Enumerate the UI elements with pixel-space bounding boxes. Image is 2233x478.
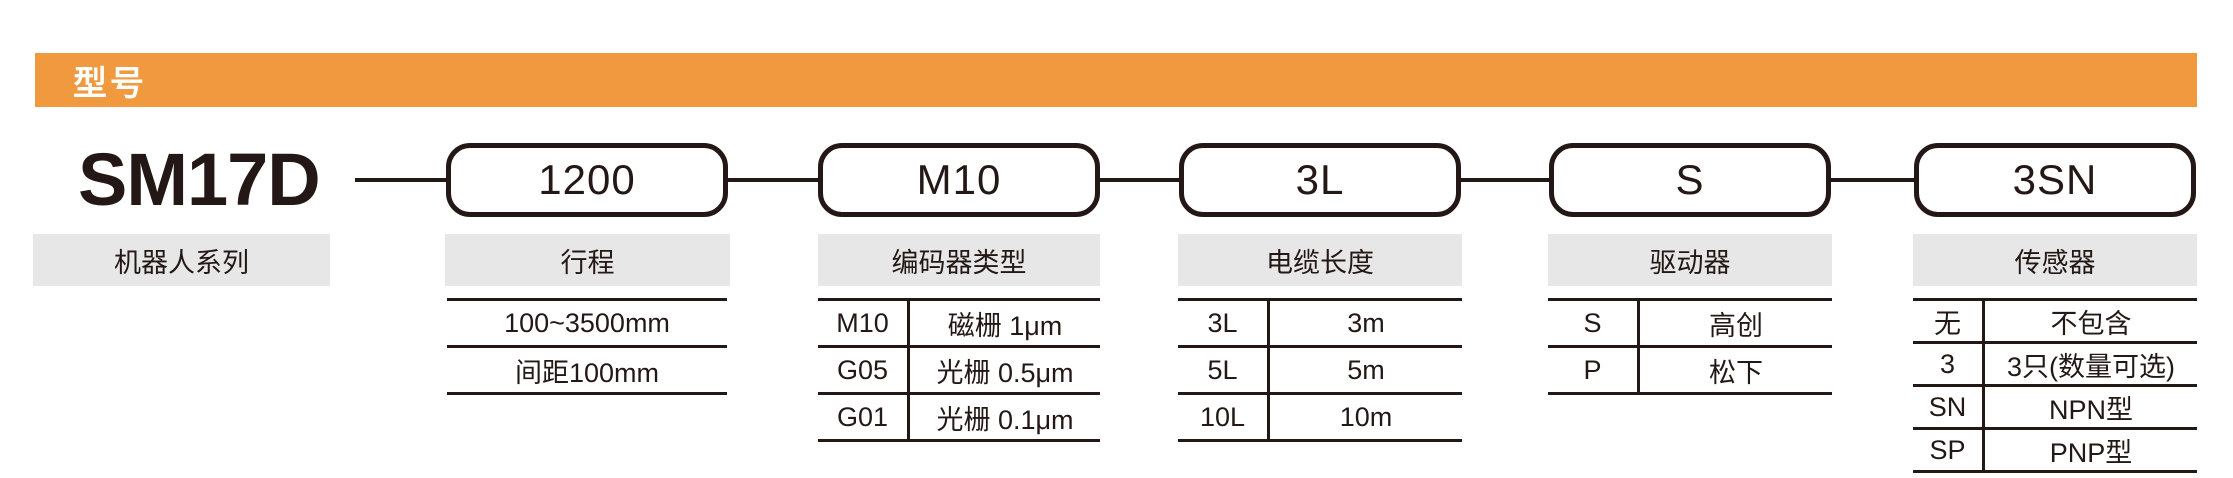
table-row: 间距100mm <box>447 348 727 395</box>
model-box-cable-value: 3L <box>1295 156 1345 203</box>
desc-cell: NPN型 <box>2048 394 2133 425</box>
model-box-encoder-value: M10 <box>916 156 1002 203</box>
desc-cell: PNP型 <box>2049 437 2133 468</box>
model-box-stroke: 1200 <box>446 143 728 217</box>
column-label-encoder-text: 编码器类型 <box>891 247 1027 278</box>
desc-cell: 松下 <box>1709 357 1763 388</box>
desc-cell: 光栅 0.1μm <box>936 404 1074 435</box>
table-row: 100~3500mm <box>447 301 727 348</box>
code-cell: G01 <box>818 395 910 439</box>
desc-cell: 间距100mm <box>514 357 660 388</box>
driver-table: S 高创 P 松下 <box>1548 298 1832 395</box>
desc-cell: 100~3500mm <box>504 307 670 338</box>
table-row: SN NPN型 <box>1913 387 2197 430</box>
code-cell: 10L <box>1178 395 1270 439</box>
table-row: 3 3只(数量可选) <box>1913 344 2197 387</box>
column-label-sensor: 传感器 <box>1913 234 2197 286</box>
desc-cell: 不包含 <box>2050 308 2132 339</box>
code-cell: 3L <box>1178 301 1270 345</box>
column-label-driver-text: 驱动器 <box>1649 247 1731 278</box>
model-box-sensor-value: 3SN <box>2012 156 2098 203</box>
desc-cell: 光栅 0.5μm <box>936 357 1074 388</box>
code-cell: S <box>1548 301 1640 345</box>
column-label-cable-text: 电缆长度 <box>1266 247 1374 278</box>
table-row: G01 光栅 0.1μm <box>818 395 1100 442</box>
desc-cell: 5m <box>1347 354 1385 385</box>
model-box-stroke-value: 1200 <box>538 156 636 203</box>
desc-cell: 3m <box>1347 307 1385 338</box>
code-cell: G05 <box>818 348 910 392</box>
column-label-series-text: 机器人系列 <box>114 247 249 278</box>
column-label-series: 机器人系列 <box>33 234 330 286</box>
desc-cell: 10m <box>1339 401 1393 432</box>
column-label-encoder: 编码器类型 <box>818 234 1100 286</box>
sensor-table: 无 不包含 3 3只(数量可选) SN NPN型 SP PNP型 <box>1913 298 2197 473</box>
model-box-driver: S <box>1549 143 1831 217</box>
model-box-sensor: 3SN <box>1914 143 2196 217</box>
code-cell: SP <box>1913 430 1985 470</box>
table-row: 10L 10m <box>1178 395 1462 442</box>
column-label-sensor-text: 传感器 <box>2014 247 2096 278</box>
desc-cell: 磁栅 1μm <box>947 310 1063 341</box>
desc-cell: 3只(数量可选) <box>2007 351 2175 382</box>
table-row: G05 光栅 0.5μm <box>818 348 1100 395</box>
column-label-stroke-text: 行程 <box>560 247 615 278</box>
code-cell: 5L <box>1178 348 1270 392</box>
code-cell: P <box>1548 348 1640 392</box>
encoder-table: M10 磁栅 1μm G05 光栅 0.5μm G01 光栅 0.1μm <box>818 298 1100 442</box>
section-header-bar: 型号 <box>35 53 2197 107</box>
model-box-encoder: M10 <box>818 143 1100 217</box>
model-box-driver-value: S <box>1675 156 1705 203</box>
desc-cell: 高创 <box>1709 310 1763 341</box>
model-series-name: SM17D <box>78 138 321 221</box>
column-label-stroke: 行程 <box>445 234 730 286</box>
model-box-cable: 3L <box>1179 143 1461 217</box>
stroke-table: 100~3500mm 间距100mm <box>447 298 727 395</box>
table-row: 5L 5m <box>1178 348 1462 395</box>
column-label-cable: 电缆长度 <box>1178 234 1462 286</box>
code-cell: 无 <box>1913 301 1985 341</box>
code-cell: SN <box>1913 387 1985 427</box>
cable-table: 3L 3m 5L 5m 10L 10m <box>1178 298 1462 442</box>
table-row: S 高创 <box>1548 301 1832 348</box>
table-row: 无 不包含 <box>1913 301 2197 344</box>
table-row: M10 磁栅 1μm <box>818 301 1100 348</box>
section-title: 型号 <box>73 64 147 103</box>
column-label-driver: 驱动器 <box>1548 234 1832 286</box>
table-row: P 松下 <box>1548 348 1832 395</box>
code-cell: M10 <box>818 301 910 345</box>
table-row: SP PNP型 <box>1913 430 2197 473</box>
table-row: 3L 3m <box>1178 301 1462 348</box>
code-cell: 3 <box>1913 344 1985 384</box>
